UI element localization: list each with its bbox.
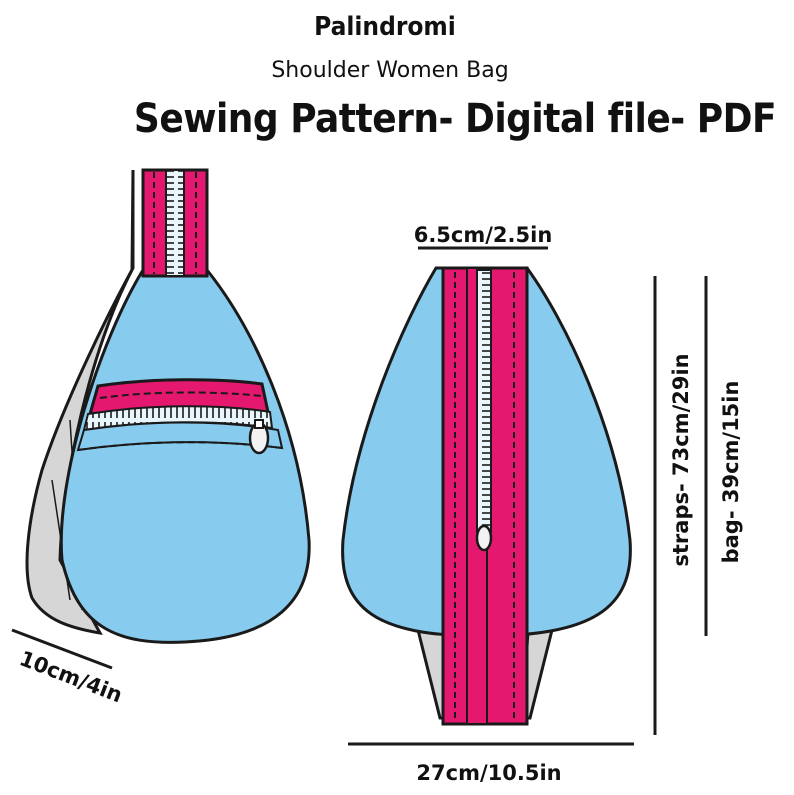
bottom-width-label: 27cm/10.5in: [416, 761, 561, 785]
depth-label: 10cm/4in: [16, 646, 125, 707]
zipper-pull-icon: [475, 524, 493, 552]
side-panel: [25, 169, 135, 635]
bag-height-label: bag- 39cm/15in: [719, 381, 743, 564]
bag-front-view: 6.5cm/2.5in 27cm/10.5in straps- 73cm/29i…: [341, 223, 743, 785]
top-strap-side: [141, 168, 209, 278]
zipper-pull-icon: [248, 419, 270, 455]
straps-length-label: straps- 73cm/29in: [669, 353, 693, 566]
depth-dimension-line: [11, 628, 113, 670]
brand-title: Palindromi: [314, 12, 456, 42]
bag-body-side: [59, 268, 311, 644]
bag-side-view: 10cm/4in: [11, 168, 311, 707]
pocket-band: [76, 378, 284, 452]
headline: Sewing Pattern- Digital file- PDF: [133, 96, 777, 142]
center-strap: [441, 266, 529, 726]
top-width-label: 6.5cm/2.5in: [414, 223, 553, 247]
product-subtitle: Shoulder Women Bag: [271, 58, 509, 83]
